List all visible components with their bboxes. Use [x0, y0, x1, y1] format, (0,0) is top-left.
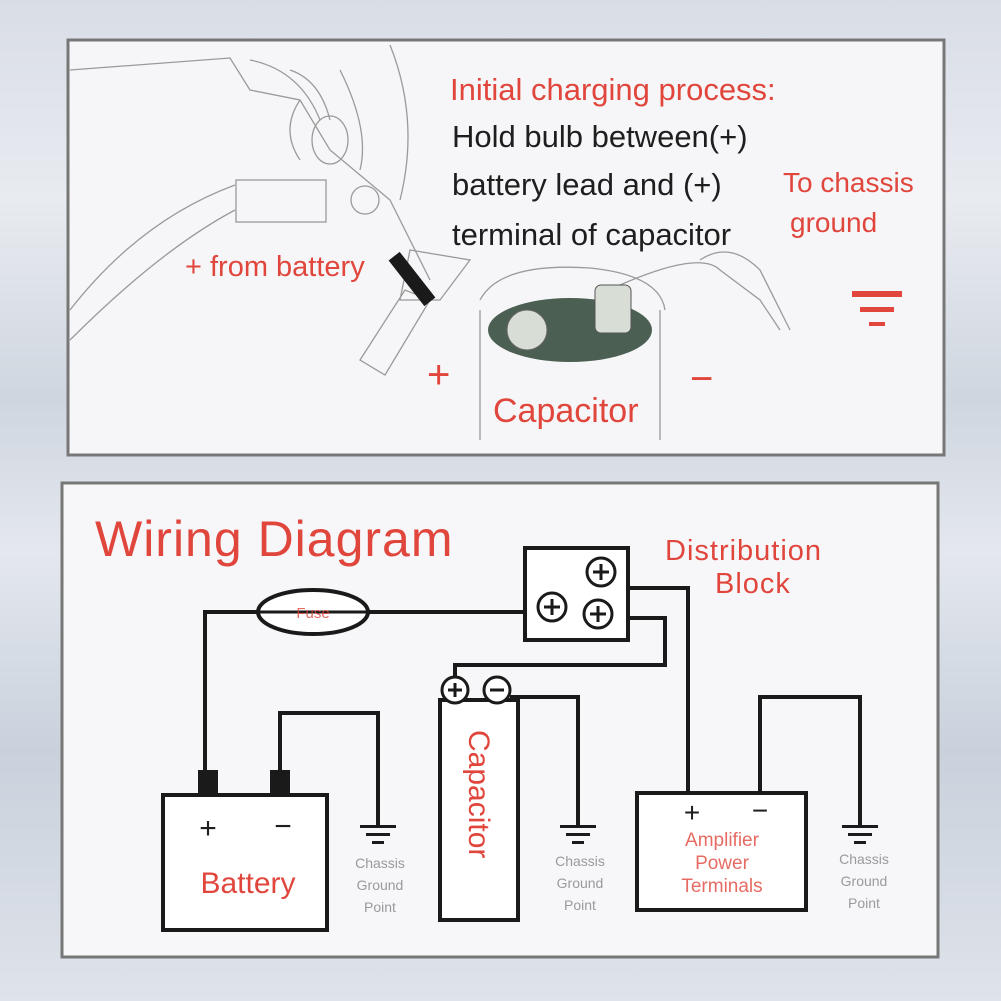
amp-label-1: Amplifier: [685, 830, 760, 851]
capacitor-vertical-label: Capacitor: [462, 730, 495, 858]
ground-label-point: Point: [564, 897, 596, 913]
ground-label-ground: Ground: [557, 875, 604, 891]
ground-3: Chassis Ground Point: [839, 825, 889, 911]
charging-line-2: battery lead and (+): [452, 167, 722, 202]
ground-label-chassis: Chassis: [355, 855, 405, 871]
plus-sign: +: [427, 353, 450, 397]
amp-minus: −: [752, 795, 768, 826]
distribution-block: [523, 546, 630, 642]
battery: + − Battery: [161, 770, 329, 932]
battery-label: Battery: [200, 867, 295, 900]
ground-label-point: Point: [364, 899, 396, 915]
bulb-icon: [388, 251, 436, 307]
ground-label-chassis: Chassis: [839, 851, 889, 867]
ground-label-ground: Ground: [841, 873, 888, 889]
charging-panel: Initial charging process: Hold bulb betw…: [66, 38, 946, 457]
amp-plus: +: [684, 797, 700, 828]
ground-icon: [360, 825, 396, 844]
charging-title: Initial charging process:: [450, 72, 776, 107]
ground-icon: [560, 825, 596, 844]
wiring-title: Wiring Diagram: [95, 511, 454, 567]
amplifier: + − Amplifier Power Terminals: [635, 791, 808, 912]
ground-1: Chassis Ground Point: [355, 825, 405, 915]
battery-minus: −: [274, 810, 292, 843]
ground-label-ground: Ground: [357, 877, 404, 893]
capacitor: Capacitor: [438, 675, 520, 922]
wiring-panel: Wiring Diagram Distribution Block Fuse: [60, 481, 940, 959]
battery-plus: +: [199, 812, 217, 845]
wires: [203, 586, 862, 825]
capacitor-label: Capacitor: [493, 392, 639, 430]
block-label: Block: [715, 568, 791, 600]
charging-line-3: terminal of capacitor: [452, 217, 731, 252]
fuse-label: Fuse: [296, 605, 329, 622]
ground-label-point: Point: [848, 895, 880, 911]
ground-2: Chassis Ground Point: [555, 825, 605, 913]
fuse: Fuse: [256, 588, 370, 636]
distribution-label: Distribution: [665, 535, 822, 567]
to-chassis-label: To chassis: [783, 167, 914, 198]
amp-label-2: Power: [695, 853, 750, 874]
ground-label-chassis: Chassis: [555, 853, 605, 869]
ground-label: ground: [790, 207, 877, 238]
ground-icon: [842, 825, 878, 844]
from-battery-label: + from battery: [185, 251, 365, 283]
amp-label-3: Terminals: [681, 876, 762, 897]
minus-sign: −: [690, 357, 713, 401]
charging-line-1: Hold bulb between(+): [452, 119, 748, 154]
ground-icon: [852, 291, 902, 326]
